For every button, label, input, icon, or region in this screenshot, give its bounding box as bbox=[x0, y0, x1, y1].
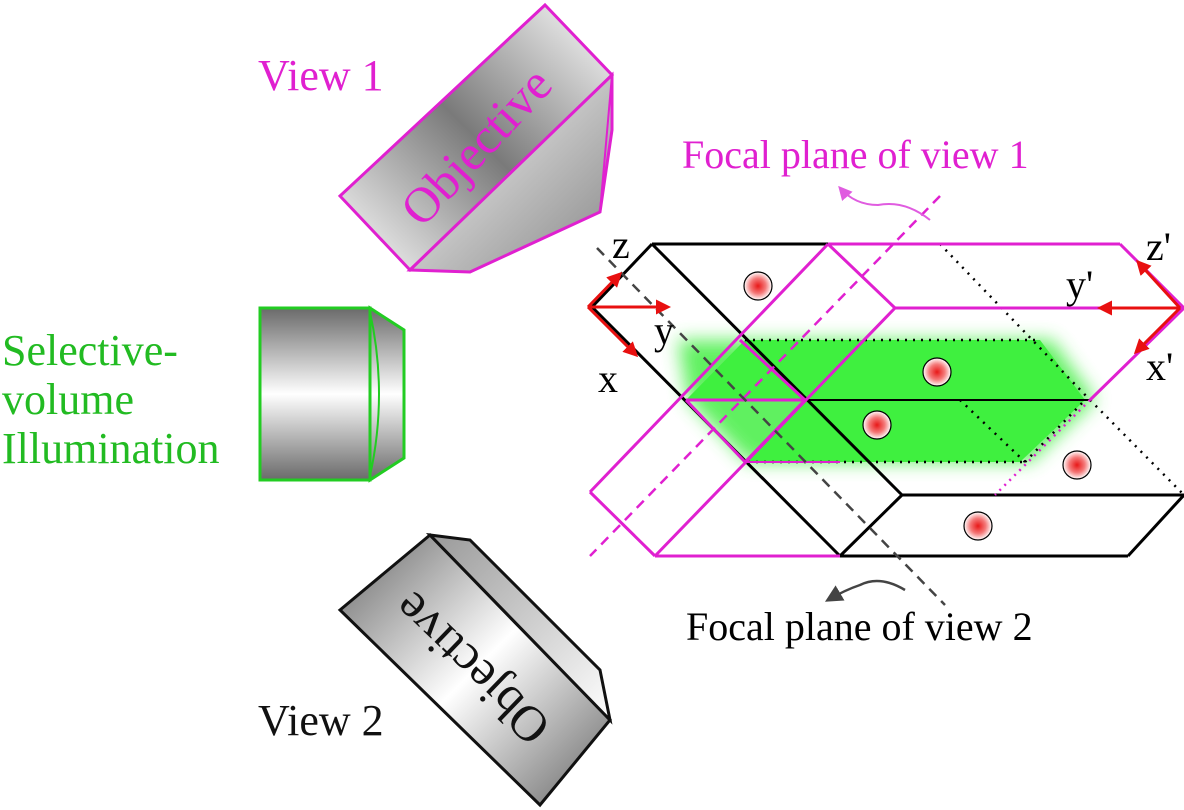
axis-y-prime-label: y' bbox=[1066, 262, 1093, 307]
illumination-label-line2: volume bbox=[2, 375, 134, 424]
fluorescent-beads bbox=[743, 271, 1092, 541]
bead bbox=[743, 271, 773, 301]
axis-x-prime-label: x' bbox=[1146, 344, 1173, 389]
view2-label: View 2 bbox=[258, 696, 384, 745]
axis-z-prime-label: z' bbox=[1146, 224, 1171, 269]
axis-z-label: z bbox=[612, 222, 630, 267]
sample-box-view2 bbox=[590, 242, 1184, 558]
bead bbox=[1062, 450, 1092, 480]
objective-view2 bbox=[337, 532, 613, 808]
hidden-edges bbox=[745, 243, 1184, 496]
illumination-lens bbox=[258, 305, 406, 483]
focal-plane-view1-pointer bbox=[838, 185, 931, 221]
magenta-dotted-edge bbox=[994, 399, 1091, 496]
focal-plane-view2-pointer bbox=[824, 579, 906, 602]
focal-plane-view2-label: Focal plane of view 2 bbox=[686, 604, 1033, 649]
axes-view2 bbox=[586, 271, 671, 358]
axis-x-label: x bbox=[598, 356, 618, 401]
axis-y-label: y bbox=[654, 308, 674, 353]
focal-plane-view2-line bbox=[596, 247, 946, 606]
illumination-label-line1: Selective- bbox=[2, 326, 178, 375]
objective-view1 bbox=[337, 2, 615, 274]
view1-label: View 1 bbox=[258, 51, 384, 100]
bead bbox=[963, 511, 993, 541]
bead bbox=[862, 410, 892, 440]
illumination-label-line3: Illumination bbox=[2, 424, 220, 473]
focal-plane-view1-label: Focal plane of view 1 bbox=[682, 132, 1029, 177]
bead bbox=[922, 357, 952, 387]
axes-view1 bbox=[1097, 259, 1182, 355]
